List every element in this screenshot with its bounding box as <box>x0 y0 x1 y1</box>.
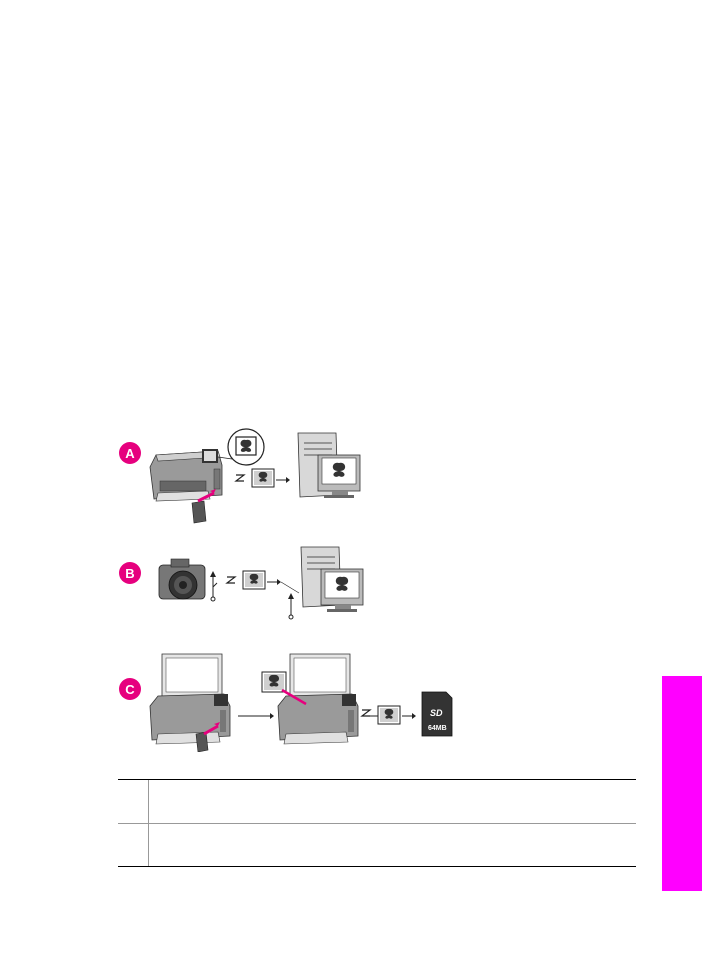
illustration-c: SD 64MB <box>149 653 453 752</box>
scanned-photo-icon <box>261 671 307 706</box>
computer-icon <box>300 546 364 612</box>
transfer-image-icon <box>225 570 281 590</box>
chapter-tab <box>662 676 702 891</box>
computer-icon <box>297 432 361 498</box>
transfer-image-icon <box>360 705 416 725</box>
sd-brand: SD <box>430 708 443 718</box>
illustration-a <box>149 428 361 524</box>
sd-capacity: 64MB <box>428 725 447 732</box>
printer-open-lid-icon <box>149 653 231 745</box>
transfer-image-icon <box>234 468 290 488</box>
table-bottom-rule <box>118 866 636 867</box>
badge-c: C <box>119 678 141 700</box>
usb-icon <box>210 571 218 602</box>
zoom-circle-icon <box>217 428 265 466</box>
badge-b: B <box>119 562 141 584</box>
illustration-b <box>158 546 364 620</box>
table-row-divider <box>118 823 636 824</box>
badge-a: A <box>119 442 141 464</box>
printer-open-lid-icon <box>277 653 359 745</box>
sd-card-icon: SD 64MB <box>421 691 453 737</box>
usb-icon <box>288 593 294 620</box>
table-top-rule <box>118 779 636 780</box>
memory-card-icon <box>195 722 220 752</box>
memory-card-icon <box>191 489 216 524</box>
camera-icon <box>158 558 206 600</box>
printer-icon <box>149 449 223 502</box>
